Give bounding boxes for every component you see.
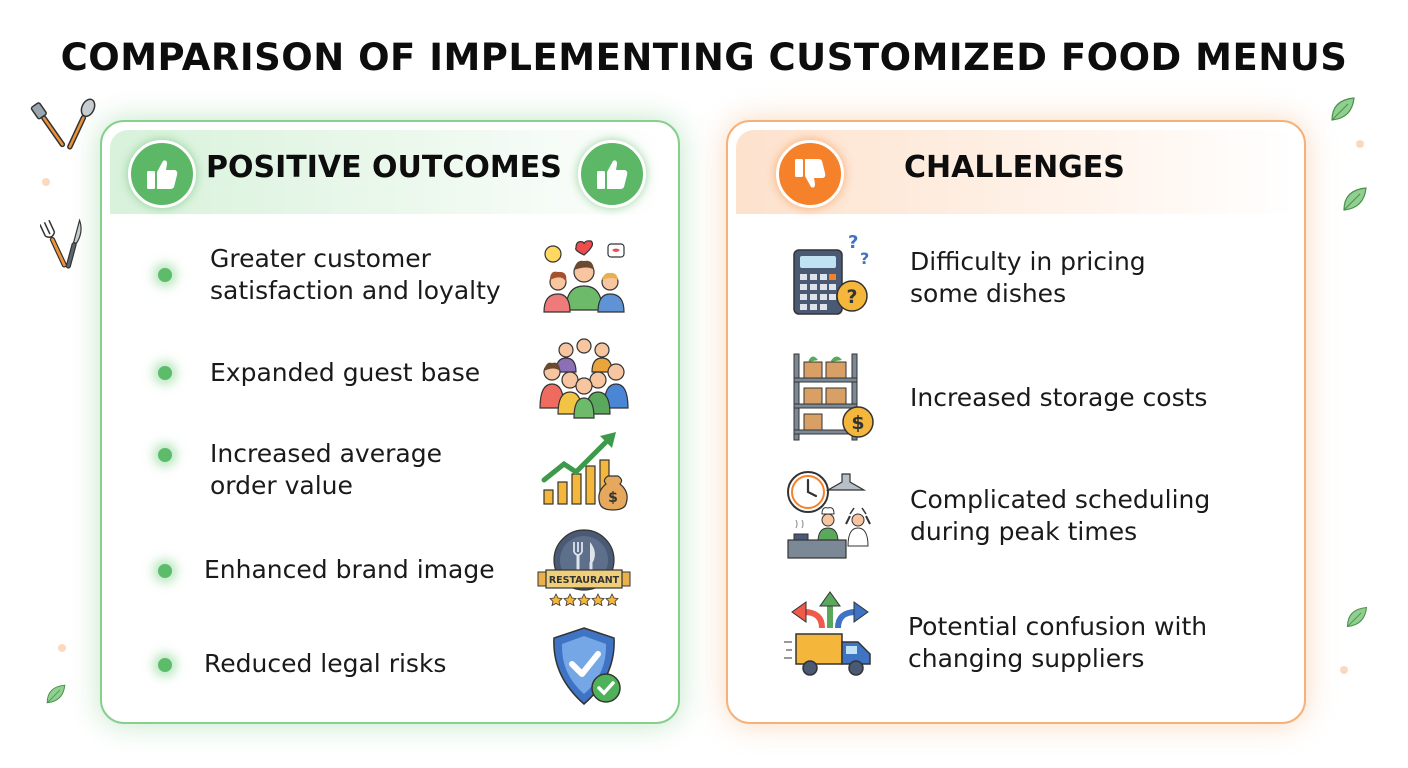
thumbs-up-badge [128, 140, 196, 208]
item-line: Complicated scheduling [910, 485, 1211, 514]
item-line: changing suppliers [908, 644, 1145, 673]
page-title: COMPARISON OF IMPLEMENTING CUSTOMIZED FO… [60, 36, 1348, 79]
thumbs-up-icon [147, 160, 178, 189]
growth-chart-icon: $ [536, 424, 632, 520]
positive-heading: POSITIVE OUTCOMES [206, 150, 562, 185]
thumbs-up-icon [597, 160, 628, 189]
challenges-heading: CHALLENGES [904, 150, 1125, 185]
list-item: Complicated scheduling during peak times [910, 484, 1210, 548]
svg-text:?: ? [848, 232, 858, 253]
list-item: Potential confusion with changing suppli… [908, 611, 1207, 675]
leaf-icon [1346, 606, 1368, 628]
divider [910, 342, 1220, 344]
divider [210, 326, 510, 328]
item-line: Increased storage costs [910, 383, 1208, 412]
shield-check-icon [536, 620, 632, 716]
item-line: during peak times [910, 517, 1138, 546]
svg-text:?: ? [860, 249, 869, 268]
restaurant-badge-icon: RESTAURANT [536, 522, 632, 618]
item-line: Greater customer [210, 244, 431, 273]
list-item: Expanded guest base [210, 357, 480, 389]
thumbs-up-badge [578, 140, 646, 208]
item-line: some dishes [910, 279, 1067, 308]
item-line: satisfaction and loyalty [210, 276, 501, 305]
divider [210, 416, 510, 418]
leaf-icon [46, 684, 66, 704]
list-item: Increased storage costs [910, 382, 1207, 414]
svg-text:$: $ [608, 490, 618, 506]
list-item: Enhanced brand image [204, 554, 495, 586]
positive-header-band [110, 130, 670, 214]
bullet-dot [158, 268, 172, 282]
list-item: Increased average order value [210, 438, 442, 502]
item-line: Difficulty in pricing [910, 247, 1146, 276]
busy-kitchen-icon [782, 468, 878, 564]
item-line: Increased average [210, 439, 442, 468]
item-line: Potential confusion with [908, 612, 1208, 641]
item-line: Enhanced brand image [204, 555, 495, 584]
bullet-dot [158, 448, 172, 462]
leaf-icon [1331, 97, 1355, 121]
positive-outcomes-panel [100, 120, 680, 724]
list-item: Difficulty in pricing some dishes [910, 246, 1146, 310]
restaurant-badge-label: RESTAURANT [549, 575, 620, 586]
guest-group-icon [536, 328, 632, 424]
svg-text:$: $ [851, 412, 864, 434]
thumbs-down-icon [795, 159, 826, 188]
calculator-question-icon: ? ? ? [782, 228, 878, 324]
storage-shelf-icon: $ [782, 348, 878, 444]
item-line: Expanded guest base [210, 358, 481, 387]
item-line: Reduced legal risks [204, 649, 447, 678]
thumbs-down-badge [776, 140, 844, 208]
item-line: order value [210, 471, 353, 500]
list-item: Reduced legal risks [204, 648, 446, 680]
divider [910, 452, 1220, 454]
divider [210, 522, 510, 524]
utensils-icon [30, 98, 96, 150]
happy-customers-icon [536, 228, 632, 324]
fork-knife-icon [40, 218, 82, 269]
bullet-dot [158, 658, 172, 672]
divider [210, 616, 510, 618]
divider [910, 578, 1220, 580]
leaf-icon [1343, 187, 1367, 211]
list-item: Greater customer satisfaction and loyalt… [210, 243, 501, 307]
svg-text:?: ? [846, 286, 857, 308]
bullet-dot [158, 366, 172, 380]
bullet-dot [158, 564, 172, 578]
delivery-truck-icon [782, 590, 878, 686]
